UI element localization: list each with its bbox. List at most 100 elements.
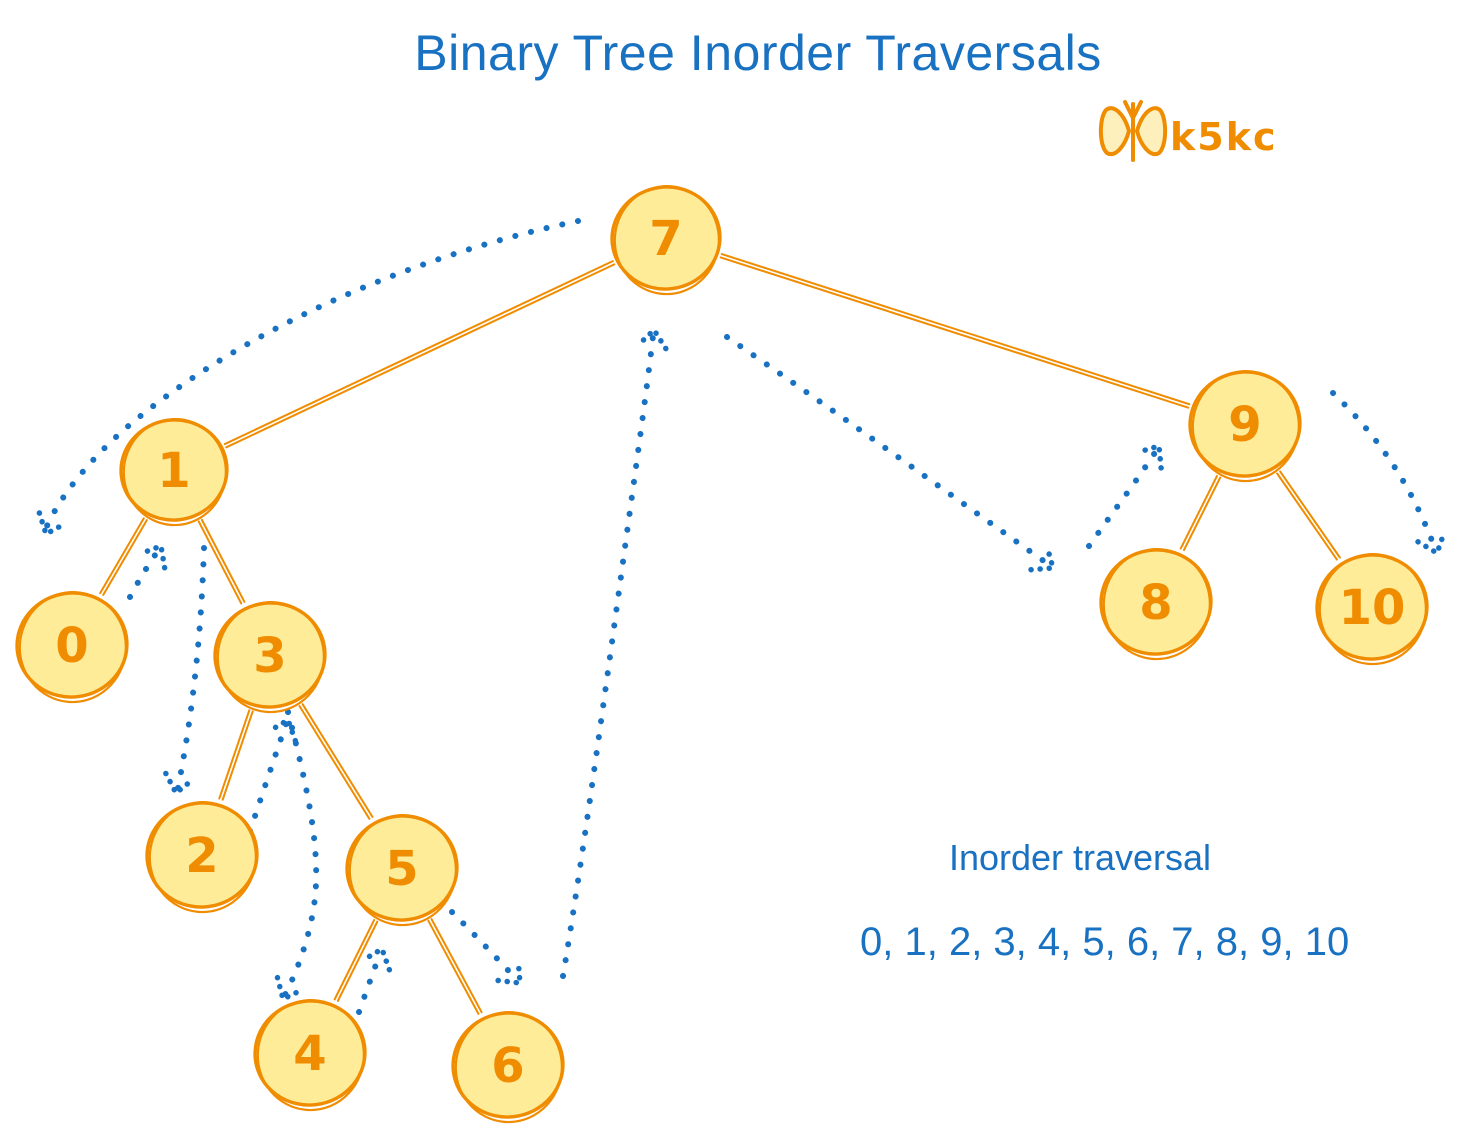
traversal-arrow-line [356,950,383,1015]
traversal-arrow-line [282,709,320,998]
traversal-arrow-4-5 [356,944,393,1015]
traversal-arrow-9-10 [1330,390,1448,558]
traversal-arrowhead-icon [635,325,669,352]
tree-node-3: 3 [213,600,327,714]
node-circle-sketch-stroke [1191,369,1300,483]
edge-stroke [221,710,254,801]
logo-text: k5kc [1170,115,1278,159]
edge-stroke [218,709,251,800]
traversal-arrow-8-9 [1086,442,1164,549]
node-circle-sketch-stroke [18,590,127,704]
node-value: 6 [491,1038,524,1094]
node-value: 8 [1139,575,1172,631]
tree-edge-5-6 [427,918,483,1015]
node-circle-sketch-stroke [1318,552,1427,666]
traversal-result-label: Inorder traversal [948,837,1212,878]
edge-stroke [102,519,148,596]
edge-stroke [301,703,374,818]
node-value: 0 [55,618,88,674]
tree-edge-3-2 [218,709,254,801]
tree-edge-7-1 [223,260,616,449]
edge-stroke [1182,476,1222,552]
node-circle-sketch-stroke [256,998,365,1112]
tree-nodes-layer: 7 1 9 0 3 2 5 4 6 8 10 [15,184,1429,1124]
node-value: 10 [1339,580,1406,636]
traversal-arrowhead-icon [360,944,393,973]
traversal-result-sequence: 0, 1, 2, 3, 4, 5, 6, 7, 8, 9, 10 [860,920,1350,964]
traversal-arrowhead-icon [266,715,299,744]
traversal-arrow-2-3 [247,715,299,834]
traversal-arrowhead-icon [163,770,196,798]
tree-node-9: 9 [1188,369,1302,483]
traversal-arrow-line [724,334,1051,567]
traversal-arrow-line [247,721,289,834]
node-circle-sketch-stroke [216,600,325,714]
edge-stroke [333,919,376,1001]
traversal-arrow-line [449,909,520,983]
traversal-arrow-5-6 [449,909,524,987]
tree-node-1: 1 [119,417,229,527]
edge-stroke [223,260,614,446]
edge-stroke [719,256,1190,409]
tree-edge-1-0 [99,517,148,596]
traversal-arrowhead-icon [495,958,524,987]
node-value: 1 [157,443,190,499]
tree-node-2: 2 [145,800,259,914]
butterfly-logo-body-icon [1123,100,1143,162]
tree-edge-5-4 [333,919,379,1002]
traversal-arrowhead-icon [1415,529,1448,558]
edge-stroke [1276,472,1338,561]
traversal-arrow-line [560,333,656,979]
node-value: 3 [253,628,286,684]
tree-node-7: 7 [610,184,722,296]
page-title: Binary Tree Inorder Traversals [414,25,1102,81]
node-circle-sketch-stroke [613,184,720,296]
tree-node-4: 4 [253,998,367,1112]
traversal-arrow-6-7 [560,325,669,979]
edge-stroke [225,263,616,449]
tree-node-8: 8 [1099,547,1213,661]
traversal-arrows-layer [36,218,1448,1015]
tree-edge-9-8 [1179,474,1222,552]
traversal-arrow-line [1330,390,1437,549]
edge-stroke [427,919,480,1015]
tree-edge-7-9 [719,253,1191,409]
traversal-arrowhead-icon [137,542,168,571]
tree-edge-9-10 [1276,470,1341,561]
traversal-arrowhead-icon [36,510,69,539]
brand-logo: k5kc [1098,100,1278,162]
traversal-arrow-line [1086,448,1159,549]
traversal-arrow-3-4 [274,709,320,1003]
tree-edge-1-3 [197,518,246,605]
edge-stroke [720,253,1191,406]
tree-node-6: 6 [451,1010,565,1124]
traversal-arrowhead-icon [1028,544,1057,573]
tree-node-0: 0 [15,590,129,704]
node-value: 4 [293,1026,326,1082]
butterfly-logo-icon [1135,106,1168,157]
edge-stroke [430,918,483,1014]
tree-edge-3-5 [298,703,374,820]
edge-stroke [1179,474,1219,550]
node-circle-sketch-stroke [454,1010,563,1124]
node-value: 7 [649,211,682,267]
traversal-arrow-7-0 [36,218,581,539]
traversal-result: Inorder traversal 0, 1, 2, 3, 4, 5, 6, 7… [860,837,1350,965]
traversal-arrow-line [43,218,581,531]
node-circle-sketch-stroke [348,813,457,927]
traversal-arrow-line [175,545,207,791]
edge-stroke [336,920,379,1002]
edge-stroke [197,520,243,605]
edge-stroke [298,705,371,820]
traversal-arrow-0-1 [127,542,168,600]
edge-stroke [200,518,246,603]
traversal-arrow-7-8 [724,334,1057,573]
node-value: 9 [1228,397,1261,453]
node-value: 5 [385,841,418,897]
edge-stroke [1279,470,1341,559]
node-circle-sketch-stroke [122,417,227,527]
node-circle-sketch-stroke [148,800,257,914]
tree-node-5: 5 [345,813,459,927]
